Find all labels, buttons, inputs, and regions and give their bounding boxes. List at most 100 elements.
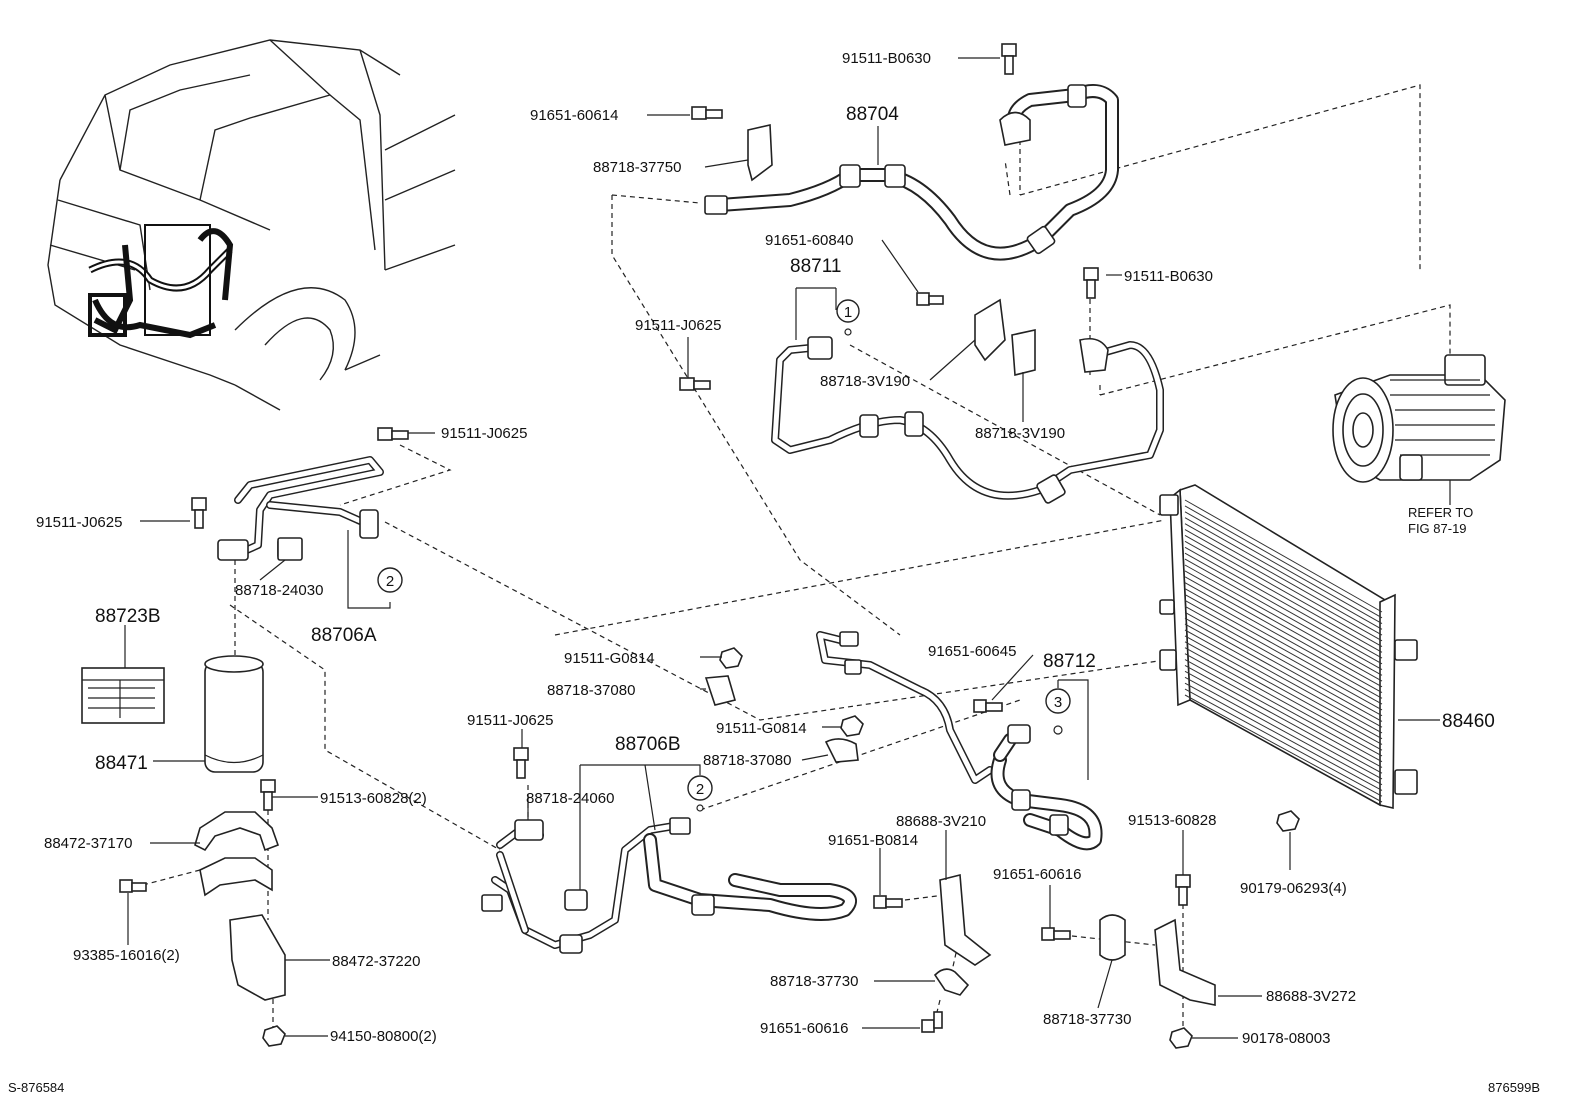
- bolt-icon: [1041, 927, 1071, 941]
- condenser-fin: [1184, 540, 1383, 653]
- label-91513-60828: 91513-60828: [1128, 812, 1216, 829]
- condenser-fin: [1184, 647, 1383, 757]
- condenser-fin: [1184, 665, 1383, 774]
- label-91511-G0814-a: 91511-G0814: [564, 650, 655, 667]
- callout-2b: 2: [687, 775, 713, 812]
- label-91511-J0625-d: 91511-J0625: [467, 712, 553, 729]
- bolt-icon: [260, 779, 276, 811]
- label-91651-60614: 91651-60614: [530, 107, 618, 124]
- label-91651-60840: 91651-60840: [765, 232, 853, 249]
- condenser-fin: [1184, 611, 1383, 722]
- refer-to-line-2: FIG 87-19: [1408, 521, 1467, 536]
- label-91511-J0625-b: 91511-J0625: [441, 425, 527, 442]
- label-88471: 88471: [95, 753, 148, 774]
- label-88718-37750: 88718-37750: [593, 159, 681, 176]
- condenser-fin: [1184, 570, 1383, 682]
- diagram-code-left: S-876584: [8, 1080, 64, 1095]
- label-90178-08003: 90178-08003: [1242, 1030, 1330, 1047]
- label-88718-24060: 88718-24060: [526, 790, 614, 807]
- condenser-fin: [1184, 588, 1383, 699]
- label-91511-G0814-b: 91511-G0814: [716, 720, 807, 737]
- callout-1-number: 1: [844, 304, 852, 321]
- condenser-fin: [1184, 594, 1383, 705]
- condenser-fin: [1184, 523, 1383, 636]
- label-88472-37220: 88472-37220: [332, 953, 420, 970]
- label-88718-3V190-b: 88718-3V190: [975, 425, 1065, 442]
- pipe-88711: [771, 336, 1164, 504]
- condenser-fin: [1184, 505, 1383, 619]
- nut-icon: [262, 1025, 286, 1047]
- label-88711: 88711: [790, 256, 841, 277]
- label-91651-60645: 91651-60645: [928, 643, 1016, 660]
- label-93385-16016-2: 93385-16016(2): [73, 947, 180, 964]
- hose-88712: [816, 631, 1103, 851]
- label-88723B: 88723B: [95, 606, 161, 627]
- label-91511-B0630-top: 91511-B0630: [842, 50, 931, 67]
- condenser-fin: [1184, 517, 1383, 630]
- label-88718-3V190-a: 88718-3V190: [820, 373, 910, 390]
- label-88718-37730-a: 88718-37730: [770, 973, 858, 990]
- bolt-icon: [691, 106, 723, 120]
- bolt-icon: [1175, 874, 1191, 906]
- bolt-icon: [377, 427, 409, 441]
- nut-icon: [1276, 810, 1300, 832]
- pipe-88706B: [481, 817, 857, 954]
- label-88718-37080-a: 88718-37080: [547, 682, 635, 699]
- condenser-fin: [1184, 653, 1383, 763]
- part-labels: 91511-B0630 91651-60614 88704 88718-3775…: [36, 50, 1495, 1047]
- condenser-fin: [1184, 558, 1383, 671]
- condenser-fin: [1184, 670, 1383, 780]
- leader-lines: [124, 57, 1440, 1039]
- label-88718-24030: 88718-24030: [235, 582, 323, 599]
- label-91511-J0625-a: 91511-J0625: [635, 317, 721, 334]
- diagram-code-right: 876599B: [1488, 1080, 1540, 1095]
- condenser-fin: [1184, 617, 1383, 728]
- label-90179-06293-4: 90179-06293(4): [1240, 880, 1347, 897]
- refer-to-line-1: REFER TO: [1408, 505, 1473, 520]
- condenser-fin: [1184, 694, 1383, 803]
- callout-3-number: 3: [1054, 694, 1062, 711]
- nut-icon: [1169, 1027, 1193, 1049]
- label-88688-3V272: 88688-3V272: [1266, 988, 1356, 1005]
- label-88712: 88712: [1043, 651, 1096, 672]
- callout-1: 1: [836, 299, 860, 336]
- label-88718-37730-b: 88718-37730: [1043, 1011, 1131, 1028]
- label-88688-3V210: 88688-3V210: [896, 813, 986, 830]
- condenser-fin: [1184, 629, 1383, 740]
- truck-illustration: [47, 39, 456, 411]
- bolt-icon: [513, 747, 529, 779]
- bolt-icon: [921, 1011, 943, 1033]
- label-88704: 88704: [846, 104, 899, 125]
- label-91651-60616-a: 91651-60616: [993, 866, 1081, 883]
- bolt-icon: [191, 497, 207, 529]
- condenser-fin: [1184, 582, 1383, 694]
- bolt-icon: [973, 699, 1003, 713]
- receiver-dryer-88471: [204, 655, 264, 773]
- label-91651-60616-b: 91651-60616: [760, 1020, 848, 1037]
- label-94150-80800-2: 94150-80800(2): [330, 1028, 437, 1045]
- condenser-fin: [1184, 659, 1383, 768]
- label-91513-60828-2: 91513-60828(2): [320, 790, 427, 807]
- label-91511-J0625-c: 91511-J0625: [36, 514, 122, 531]
- callout-2a: 2: [377, 567, 403, 593]
- callout-2b-number: 2: [696, 781, 704, 798]
- condenser-fin: [1184, 605, 1383, 717]
- label-88706B: 88706B: [615, 734, 681, 755]
- label-88460: 88460: [1442, 711, 1495, 732]
- label-91511-B0630-mid: 91511-B0630: [1124, 268, 1213, 285]
- bolt-icon: [119, 879, 147, 893]
- condenser-fin: [1184, 641, 1383, 751]
- condenser-fin: [1184, 600, 1383, 711]
- condenser-fin: [1184, 499, 1383, 613]
- nut-icon: [840, 715, 864, 737]
- label-91651-B0814: 91651-B0814: [828, 832, 918, 849]
- condenser-fin: [1184, 688, 1383, 797]
- condenser-fin: [1184, 529, 1383, 642]
- condenser-fin: [1184, 511, 1383, 624]
- callout-2a-number: 2: [386, 573, 394, 590]
- condenser-fin: [1184, 552, 1383, 665]
- brackets: [194, 124, 1216, 1006]
- nut-icon: [719, 647, 743, 669]
- condenser-fin: [1184, 546, 1383, 659]
